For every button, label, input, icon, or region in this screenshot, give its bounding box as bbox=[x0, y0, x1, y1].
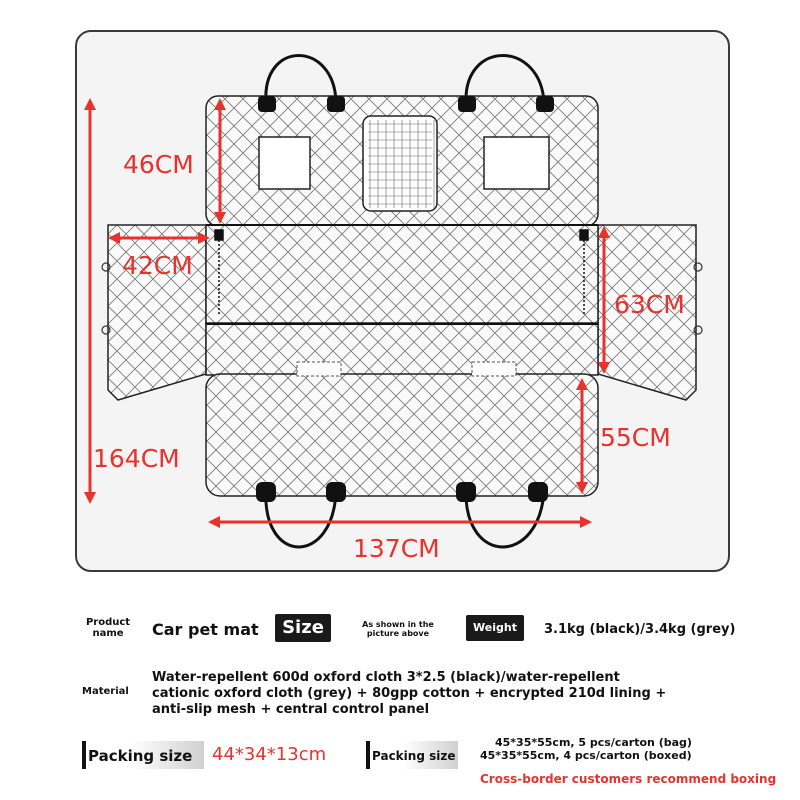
bottom-buckles bbox=[256, 482, 548, 502]
packing-size-tag-2: Packing size bbox=[366, 741, 458, 769]
right-pocket bbox=[483, 136, 550, 190]
size-value: As shown in the picture above bbox=[362, 620, 434, 638]
mat-middle-panel bbox=[205, 224, 599, 326]
seatbelt-slots bbox=[296, 361, 517, 377]
pet-mat-diagram: 46CM 42CM 63CM 164CM 55CM 137CM bbox=[84, 54, 703, 563]
mat-seat-panel bbox=[205, 373, 599, 497]
dim-total-height: 164CM bbox=[93, 444, 180, 473]
material-value-line1: Water-repellent 600d oxford cloth 3*2.5 … bbox=[152, 670, 620, 685]
weight-value: 3.1kg (black)/3.4kg (grey) bbox=[544, 622, 736, 637]
mesh-window bbox=[362, 115, 438, 212]
carton-boxed: 45*35*55cm, 4 pcs/carton (boxed) bbox=[480, 749, 692, 762]
size-tag: Size bbox=[275, 614, 331, 642]
product-name-value: Car pet mat bbox=[152, 620, 259, 639]
material-label: Material bbox=[82, 686, 129, 697]
material-value-line2: cationic oxford cloth (grey) + 80gpp cot… bbox=[152, 686, 667, 701]
packing-size-tag: Packing size bbox=[82, 741, 204, 769]
material-value-line3: anti-slip mesh + central control panel bbox=[152, 702, 430, 717]
top-handles bbox=[264, 54, 546, 103]
recommendation-text: Cross-border customers recommend boxing bbox=[480, 772, 777, 786]
zippers bbox=[214, 229, 589, 316]
dim-width: 137CM bbox=[353, 534, 440, 563]
left-pocket bbox=[258, 136, 311, 190]
dim-side-flap-width: 42CM bbox=[122, 251, 193, 280]
flap-rings bbox=[101, 262, 703, 335]
weight-tag: Weight bbox=[466, 615, 524, 641]
carton-bag: 45*35*55cm, 5 pcs/carton (bag) bbox=[495, 736, 692, 749]
dim-top-height: 46CM bbox=[123, 150, 194, 179]
product-name-label: Product name bbox=[85, 617, 131, 639]
dim-seat-height: 55CM bbox=[600, 423, 671, 452]
left-side-flap bbox=[107, 224, 207, 401]
mat-flap-panel bbox=[205, 322, 599, 376]
packing-size-value: 44*34*13cm bbox=[212, 744, 327, 765]
top-buckles bbox=[258, 96, 554, 112]
dim-side-flap-height: 63CM bbox=[614, 290, 685, 319]
dimension-arrows bbox=[84, 98, 610, 528]
bottom-handles bbox=[264, 489, 546, 549]
